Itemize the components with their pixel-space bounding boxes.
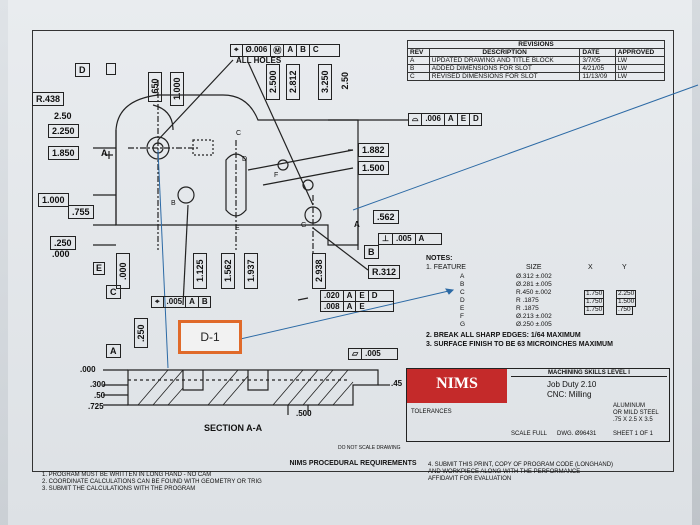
datum-c-lower: C [106,285,121,299]
table-row: A UPDATED DRAWING AND TITLE BLOCK 3/7/05… [407,56,666,65]
revisions-table: REVISIONS REV DESCRIPTION DATE APPROVED … [407,40,666,81]
dim-right-2: 1.500 [358,161,389,175]
label-d: D [242,156,248,163]
vdim-bottom-5: 2.938 [312,253,326,289]
section-dim-4: .725 [88,402,104,411]
section-dim-bottom: .500 [296,409,312,418]
dim-left-3: 1.850 [48,146,79,160]
fcf-profile: ⌓ .006 A E D [408,113,482,126]
dim-left-5: .755 [68,205,94,219]
section-label: SECTION A-A [204,423,263,433]
label-b: B [171,200,176,207]
fcf-flatness: ▱ .005 [348,348,398,360]
flatness-icon: ▱ [349,349,363,359]
dim-radius-right: R.312 [368,265,401,279]
vdim-top-5: 3.250 [318,64,332,100]
datum-a-right: A [354,220,360,229]
table-row: B ADDED DIMENSIONS FOR SLOT 4/21/05 LW [407,64,666,73]
vdim-bottom-1: .000 [116,253,130,289]
section-dim-2: .300 [90,380,106,389]
position-icon: ⌖ [231,45,243,56]
position-icon: ⌖ [152,297,164,307]
datum-d-marker [106,63,116,75]
dim-left-2: 2.250 [48,124,79,138]
datum-a-left: A [101,148,108,158]
dim-right-3: .562 [373,210,399,224]
label-e: E [235,225,240,232]
perpendicular-icon: ⊥ [379,234,393,244]
fcf-perpendicularity: ⊥ .005 A [378,233,442,245]
vdim-bottom-2: 1.125 [193,253,207,289]
vdim-top-3: 2.500 [266,64,280,100]
vdim-top-4: 2.812 [286,64,300,100]
label-f: F [274,172,279,179]
fcf-position-composite: .020 A E D .008 A E [320,290,394,312]
vdim-bottom-4: 1.937 [244,253,258,289]
part-drawing [93,59,699,415]
section-dim-1: .000 [80,365,96,374]
fcf-position-small: ⌖ .005 A B [151,296,211,308]
label-c: C [236,130,242,137]
title-block: NIMS MACHINING SKILLS LEVEL I Job Duty 2… [406,368,670,442]
vdim-top-6: 2.50 [340,72,350,90]
dim-left-6: .250 [50,236,76,250]
profile-icon: ⌓ [409,114,423,125]
dim-right-1: 1.882 [358,143,389,157]
fcf-position-all-holes: ⌖ Ø.006 Ⓜ A B C [230,44,340,57]
dim-radius: R.438 [32,92,65,106]
dim-left-7: .000 [52,249,70,259]
vdim-mid: .250 [134,318,148,348]
callout-d1: D-1 [178,320,242,354]
datum-b-right: B [364,245,379,259]
drawing-border [32,30,674,472]
drawing-sheet: ⌖ Ø.006 Ⓜ A B C ALL HOLES D R.438 2.50 2… [8,0,699,525]
vdim-top-2: 1.000 [170,72,184,106]
table-row: C REVISED DIMENSIONS FOR SLOT 11/13/09 L… [407,72,666,81]
dim-left-4: 1.000 [38,193,69,207]
all-holes-note: ALL HOLES [236,56,282,65]
vdim-bottom-3: 1.562 [221,253,235,289]
label-g: G [301,222,307,229]
nims-logo: NIMS [407,369,507,403]
procedural-requirements: NIMS PROCEDURAL REQUIREMENTS 1. PROGRAM … [42,460,614,492]
vdim-top-1: .650 [148,72,162,102]
dim-left-1: 2.50 [54,111,72,121]
do-not-scale-note: DO NOT SCALE DRAWING [338,445,401,451]
section-dim-3: .50 [94,391,106,400]
datum-e: E [93,262,106,275]
section-dim-right: .45 [391,379,403,388]
datum-d: D [75,63,90,77]
datum-a-lower: A [106,344,121,358]
